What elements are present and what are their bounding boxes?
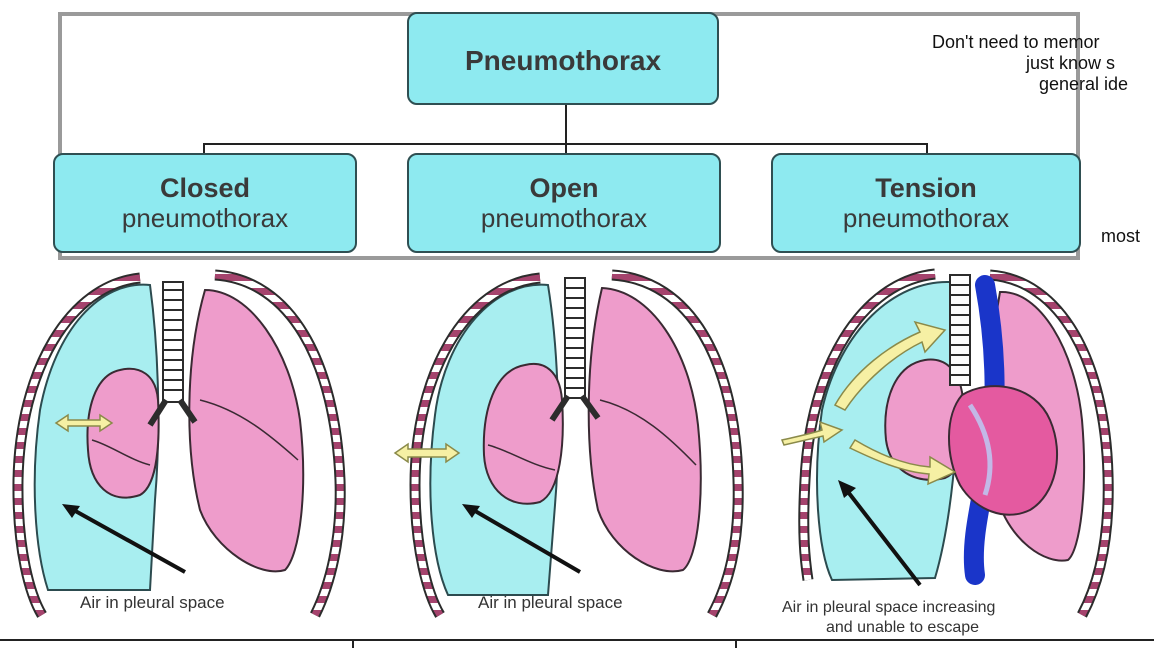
tension-inflow-arrow bbox=[780, 420, 844, 446]
open-right-lung bbox=[587, 286, 702, 573]
connector-closed bbox=[203, 143, 205, 153]
table-top-border bbox=[0, 639, 1154, 641]
closed-illustration: Air in pleural space bbox=[12, 269, 346, 618]
node-tension-subtitle: pneumothorax bbox=[842, 203, 1010, 233]
open-collapsed-lung bbox=[482, 362, 564, 505]
open-double-arrow bbox=[393, 442, 461, 464]
node-closed-pneumothorax: Closed pneumothorax bbox=[53, 153, 357, 253]
connector-tension bbox=[926, 143, 928, 153]
node-open-subtitle: pneumothorax bbox=[480, 203, 648, 233]
node-tension-pneumothorax: Tension pneumothorax bbox=[771, 153, 1081, 253]
tension-heart bbox=[948, 385, 1058, 516]
open-pointer-arrow bbox=[468, 506, 582, 574]
closed-double-arrow bbox=[54, 413, 114, 433]
closed-label: Air in pleural space bbox=[80, 593, 225, 612]
tension-trachea bbox=[949, 274, 971, 386]
node-open-pneumothorax: Open pneumothorax bbox=[407, 153, 721, 253]
tension-label-line-2: and unable to escape bbox=[826, 619, 979, 636]
node-closed-subtitle: pneumothorax bbox=[121, 203, 289, 233]
tension-pointer-arrow bbox=[843, 486, 922, 587]
tension-curved-arrow-upper bbox=[833, 320, 947, 411]
node-tension-title: Tension bbox=[875, 173, 977, 203]
annotation-line-3: general ide bbox=[1039, 74, 1129, 94]
tension-label-line-1: Air in pleural space increasing bbox=[782, 599, 995, 616]
table-divider-2 bbox=[735, 639, 737, 648]
table-divider-1 bbox=[352, 639, 354, 648]
closed-trachea bbox=[147, 281, 198, 427]
connector-open bbox=[565, 143, 567, 153]
node-open-title: Open bbox=[529, 173, 599, 203]
tension-illustration: Air in pleural space increasing and unab… bbox=[780, 268, 1114, 636]
node-closed-title: Closed bbox=[159, 173, 251, 203]
open-illustration: Air in pleural space bbox=[393, 269, 744, 618]
closed-right-lung bbox=[188, 288, 305, 573]
illustrations: Air in pleural space Air in pleural spac… bbox=[12, 268, 1114, 636]
annotation-line-1: Don't need to memor bbox=[932, 32, 1100, 52]
annotation-side: most bbox=[1101, 226, 1141, 246]
root-node-pneumothorax: Pneumothorax bbox=[407, 12, 719, 105]
tension-curved-arrow-lower bbox=[848, 438, 957, 486]
connector-root-down bbox=[565, 105, 567, 145]
open-label: Air in pleural space bbox=[478, 593, 623, 612]
closed-pointer-arrow bbox=[69, 506, 186, 574]
annotation-line-2: just know s bbox=[1026, 53, 1116, 73]
closed-collapsed-lung bbox=[86, 367, 160, 499]
open-trachea bbox=[549, 277, 601, 422]
root-node-label: Pneumothorax bbox=[464, 45, 662, 76]
